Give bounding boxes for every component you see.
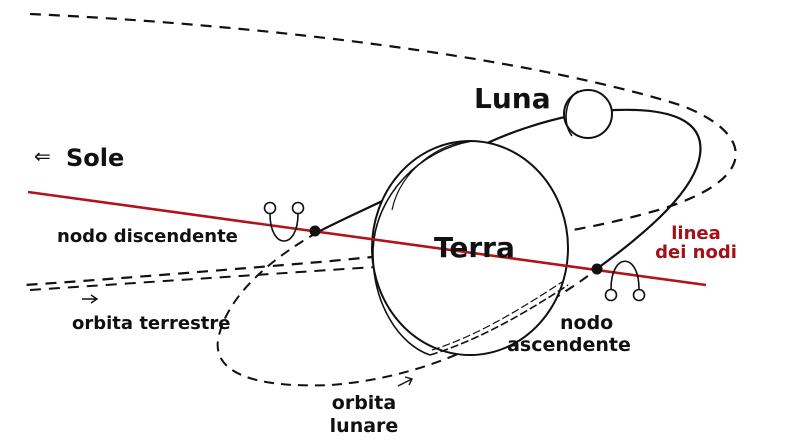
sun-label: Sole xyxy=(66,144,125,172)
moon-orbit-front-segment-inner xyxy=(431,281,563,351)
earth-orbit-upper-curve xyxy=(24,12,737,287)
descending-node-label: nodo discendente xyxy=(57,226,238,247)
ascending-node-label: nodo ascendente xyxy=(494,312,644,356)
moon-globe xyxy=(563,89,613,139)
moon-label: Luna xyxy=(474,82,551,115)
earth-orbit-label: orbita terrestre xyxy=(72,313,231,334)
line-of-nodes-label-line-1: linea xyxy=(671,223,721,244)
moon-orbit-label-line-2: lunare xyxy=(329,414,399,437)
descending-node-symbol-icon xyxy=(263,201,305,242)
sun-direction-arrow-icon: ⇐ xyxy=(34,144,51,168)
earth-label: Terra xyxy=(434,231,515,264)
earth-globe-crescent xyxy=(372,140,473,356)
ascending-node-symbol-icon xyxy=(604,260,646,302)
line-of-nodes-label-line-2: dei nodi xyxy=(655,241,737,263)
earth-orbit-lower-curve xyxy=(29,265,391,291)
moon-orbit-direction-arrow-icon xyxy=(397,376,414,387)
moon-orbit-front-segment xyxy=(429,284,569,356)
descending-node-point xyxy=(309,225,321,237)
moon-orbit-label: orbita lunare xyxy=(312,392,416,437)
ascending-node-label-line-2: ascendente xyxy=(507,333,631,356)
moon-crescent xyxy=(565,90,579,137)
moon-orbit-dashed-arc xyxy=(216,231,599,387)
moon-orbit-label-line-1: orbita xyxy=(331,392,397,414)
line-of-nodes-label: linea dei nodi xyxy=(640,223,752,263)
ascending-node-point xyxy=(591,263,603,275)
earth-orbit-direction-arrow-icon xyxy=(82,294,99,304)
earth-globe-back-rim xyxy=(391,140,473,211)
ascending-node-label-line-1: nodo xyxy=(560,312,614,334)
